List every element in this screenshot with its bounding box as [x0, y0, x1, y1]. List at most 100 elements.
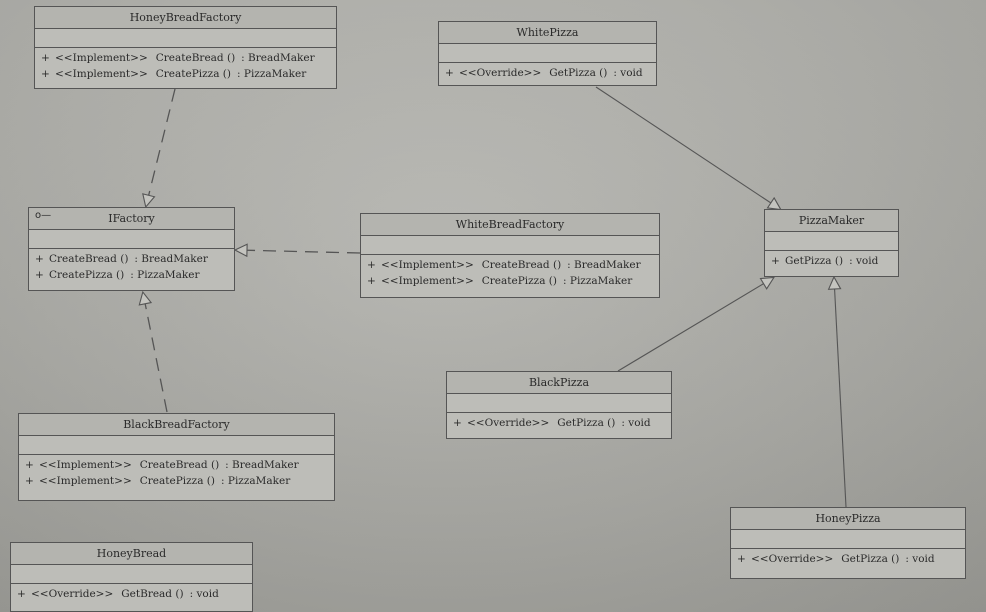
class-name: IFactory	[29, 208, 234, 230]
class-name: BlackBreadFactory	[19, 414, 334, 436]
generalization-blackpizza-pizzamaker	[617, 278, 773, 372]
return-type: : void	[613, 67, 643, 79]
attributes-compartment	[35, 29, 336, 48]
return-type: : BreadMaker	[225, 459, 299, 471]
stereotype: <<Override>>	[751, 553, 834, 565]
operation-signature: GetPizza ()	[785, 255, 844, 267]
operation-signature: CreatePizza ()	[49, 269, 125, 281]
operation-row: + <<Implement>> CreateBread () : BreadMa…	[41, 50, 330, 66]
class-black-bread-factory[interactable]: BlackBreadFactory + <<Implement>> Create…	[18, 413, 335, 501]
operations-compartment: + <<Implement>> CreateBread () : BreadMa…	[19, 455, 334, 489]
attributes-compartment	[731, 530, 965, 549]
attributes-compartment	[439, 44, 656, 63]
operation-signature: CreatePizza ()	[481, 275, 557, 287]
realization-whitebreadfactory-ifactory	[236, 250, 361, 253]
return-type: : PizzaMaker	[237, 68, 307, 80]
visibility-marker: +	[35, 269, 44, 281]
operation-row: + CreateBread () : BreadMaker	[35, 251, 228, 267]
class-name: HoneyBread	[11, 543, 252, 565]
class-name: HoneyBreadFactory	[35, 7, 336, 29]
visibility-marker: +	[367, 275, 376, 287]
operation-row: + <<Override>> GetPizza () : void	[453, 415, 665, 431]
return-type: : void	[849, 255, 879, 267]
operation-signature: GetBread ()	[121, 588, 184, 600]
visibility-marker: +	[41, 68, 50, 80]
operations-compartment: + <<Override>> GetPizza () : void	[731, 549, 965, 567]
operations-compartment: + <<Override>> GetPizza () : void	[447, 413, 671, 431]
operation-signature: GetPizza ()	[841, 553, 900, 565]
operation-signature: CreateBread ()	[139, 459, 220, 471]
return-type: : PizzaMaker	[563, 275, 633, 287]
operation-row: + <<Override>> GetPizza () : void	[445, 65, 650, 81]
operation-row: + GetPizza () : void	[771, 253, 892, 269]
class-honey-pizza[interactable]: HoneyPizza + <<Override>> GetPizza () : …	[730, 507, 966, 579]
class-honey-bread-factory[interactable]: HoneyBreadFactory + <<Implement>> Create…	[34, 6, 337, 89]
class-name: WhiteBreadFactory	[361, 214, 659, 236]
operation-signature: CreateBread ()	[49, 253, 129, 265]
operation-row: + <<Implement>> CreatePizza () : PizzaMa…	[41, 66, 330, 82]
operations-compartment: + CreateBread () : BreadMaker + CreatePi…	[29, 249, 234, 283]
return-type: : void	[621, 417, 651, 429]
class-name: BlackPizza	[447, 372, 671, 394]
stereotype: <<Override>>	[459, 67, 542, 79]
operation-row: + <<Implement>> CreateBread () : BreadMa…	[25, 457, 328, 473]
return-type: : void	[189, 588, 219, 600]
return-type: : PizzaMaker	[221, 475, 291, 487]
operation-signature: CreateBread ()	[481, 259, 562, 271]
visibility-marker: +	[445, 67, 454, 79]
operation-signature: GetPizza ()	[549, 67, 608, 79]
attributes-compartment	[447, 394, 671, 413]
operations-compartment: + <<Implement>> CreateBread () : BreadMa…	[361, 255, 659, 289]
visibility-marker: +	[25, 475, 34, 487]
return-type: : void	[905, 553, 935, 565]
operations-compartment: + GetPizza () : void	[765, 251, 898, 269]
return-type: : BreadMaker	[241, 52, 315, 64]
attributes-compartment	[361, 236, 659, 255]
operations-compartment: + <<Implement>> CreateBread () : BreadMa…	[35, 48, 336, 82]
operation-row: + <<Override>> GetPizza () : void	[737, 551, 959, 567]
interface-ifactory[interactable]: o— IFactory + CreateBread () : BreadMake…	[28, 207, 235, 291]
operation-row: + <<Implement>> CreateBread () : BreadMa…	[367, 257, 653, 273]
operations-compartment: + <<Override>> GetPizza () : void	[439, 63, 656, 81]
class-name: HoneyPizza	[731, 508, 965, 530]
operation-signature: GetPizza ()	[557, 417, 616, 429]
visibility-marker: +	[35, 253, 44, 265]
operation-row: + <<Override>> GetBread () : void	[17, 586, 246, 602]
class-black-pizza[interactable]: BlackPizza + <<Override>> GetPizza () : …	[446, 371, 672, 439]
realization-blackbreadfactory-ifactory	[143, 293, 168, 413]
return-type: : PizzaMaker	[130, 269, 200, 281]
operation-row: + <<Implement>> CreatePizza () : PizzaMa…	[25, 473, 328, 489]
stereotype: <<Implement>>	[39, 459, 132, 471]
operation-row: + CreatePizza () : PizzaMaker	[35, 267, 228, 283]
interface-lollipop-icon: o—	[35, 210, 52, 221]
stereotype: <<Implement>>	[55, 52, 148, 64]
class-name: PizzaMaker	[765, 210, 898, 232]
class-white-bread-factory[interactable]: WhiteBreadFactory + <<Implement>> Create…	[360, 213, 660, 298]
operation-row: + <<Implement>> CreatePizza () : PizzaMa…	[367, 273, 653, 289]
operation-signature: CreateBread ()	[155, 52, 236, 64]
attributes-compartment	[765, 232, 898, 251]
realization-honeybreadfactory-ifactory	[146, 88, 176, 206]
visibility-marker: +	[41, 52, 50, 64]
generalization-whitepizza-pizzamaker	[595, 86, 780, 209]
return-type: : BreadMaker	[134, 253, 208, 265]
stereotype: <<Implement>>	[39, 475, 132, 487]
attributes-compartment	[11, 565, 252, 584]
operation-signature: CreatePizza ()	[155, 68, 231, 80]
generalization-honeypizza-pizzamaker	[834, 278, 847, 508]
class-white-pizza[interactable]: WhitePizza + <<Override>> GetPizza () : …	[438, 21, 657, 86]
attributes-compartment	[19, 436, 334, 455]
operations-compartment: + <<Override>> GetBread () : void	[11, 584, 252, 602]
class-name: WhitePizza	[439, 22, 656, 44]
stereotype: <<Implement>>	[381, 275, 474, 287]
return-type: : BreadMaker	[567, 259, 641, 271]
visibility-marker: +	[25, 459, 34, 471]
stereotype: <<Override>>	[31, 588, 114, 600]
stereotype: <<Implement>>	[55, 68, 148, 80]
visibility-marker: +	[367, 259, 376, 271]
attributes-compartment	[29, 230, 234, 249]
visibility-marker: +	[771, 255, 780, 267]
class-pizza-maker[interactable]: PizzaMaker + GetPizza () : void	[764, 209, 899, 277]
class-honey-bread[interactable]: HoneyBread + <<Override>> GetBread () : …	[10, 542, 253, 612]
